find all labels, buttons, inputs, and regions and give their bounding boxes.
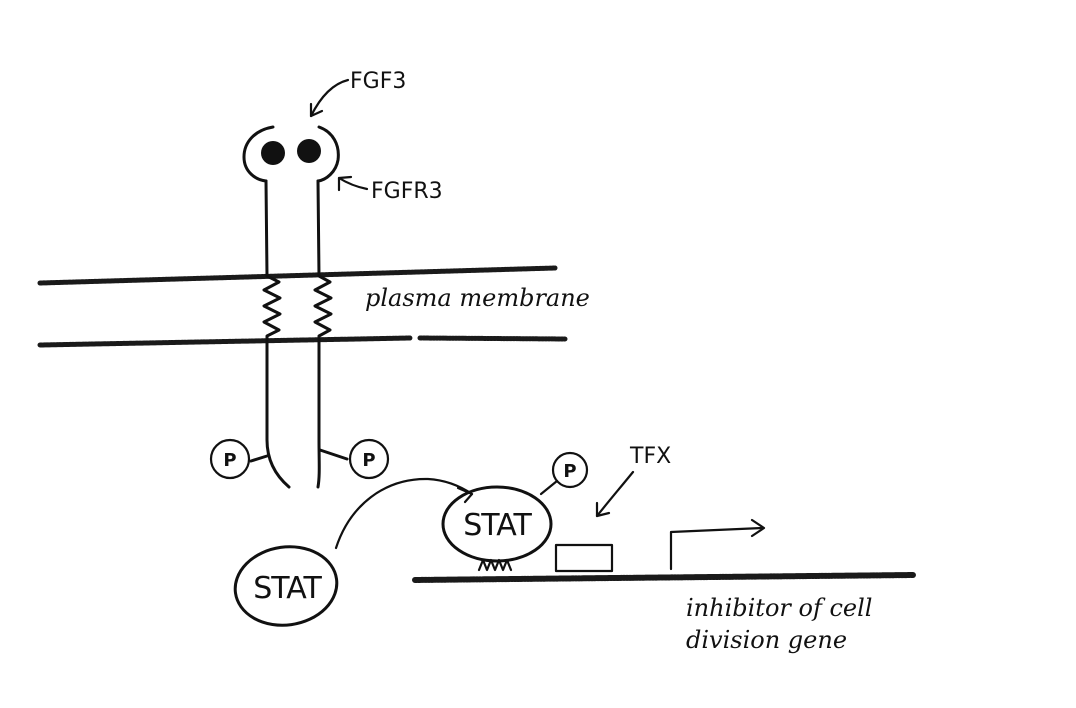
fgfr3-arrow xyxy=(337,176,369,191)
fgf3-label-group: FGF3 xyxy=(309,69,406,118)
receptor-head-right xyxy=(316,125,340,183)
receptor-right-phospho-bond xyxy=(318,448,349,461)
dna-region xyxy=(412,518,916,583)
tfx-arrow xyxy=(595,470,635,518)
receptor-phosphate-right: P xyxy=(348,438,390,480)
receptor-right-chain xyxy=(313,179,333,489)
transcription-start-arrowhead xyxy=(750,518,766,538)
fgf3-ligand xyxy=(261,139,321,165)
fgf3-label: FGF3 xyxy=(350,69,406,94)
fgf3-ligand-dot-left xyxy=(261,141,285,165)
stat-phospho-bond xyxy=(539,479,559,496)
stat-unbound: STAT xyxy=(233,545,339,627)
plasma-membrane-label: plasma membrane xyxy=(365,284,590,312)
fgf3-arrowhead xyxy=(309,102,324,118)
fgfr3-label-group: FGFR3 xyxy=(337,175,443,204)
stat-bound-label: STAT xyxy=(463,508,532,543)
gene-label-line1: inhibitor of cell xyxy=(686,594,872,622)
membrane-outer-line xyxy=(37,265,558,286)
stat-phosphorylated: STAT xyxy=(441,479,559,572)
fgf3-arrow xyxy=(309,78,350,118)
membrane-inner-line-right xyxy=(417,335,568,342)
membrane-inner-line-left xyxy=(37,335,413,348)
fgfr3-label: FGFR3 xyxy=(371,179,443,204)
phosphate-label: P xyxy=(223,450,236,471)
dna-strand xyxy=(412,572,916,583)
transcription-start-arrow xyxy=(669,526,764,571)
tfx-label: TFX xyxy=(629,444,671,469)
receptor-head xyxy=(242,125,275,183)
stat-dna-contacts xyxy=(477,558,513,572)
fgfr3-receptor xyxy=(242,125,349,489)
tfx-label-group: TFX xyxy=(595,444,671,518)
tfx-arrowhead xyxy=(595,501,611,518)
stat-translocation-arrow xyxy=(334,477,474,550)
stat-unbound-label: STAT xyxy=(253,571,322,606)
fgfr3-arrowhead xyxy=(337,175,353,192)
gene-label-line2: division gene xyxy=(686,626,847,654)
plasma-membrane xyxy=(37,265,568,348)
receptor-left-chain xyxy=(262,179,291,489)
receptor-phosphate-left: P xyxy=(209,438,251,480)
receptor-left-phospho-bond xyxy=(249,454,269,463)
tfx-binding-site xyxy=(554,543,614,573)
phosphate-label: P xyxy=(362,450,375,471)
phosphate-label: P xyxy=(563,461,576,482)
stat-phosphate: P xyxy=(551,451,589,489)
fgf3-ligand-dot-right xyxy=(297,139,321,163)
